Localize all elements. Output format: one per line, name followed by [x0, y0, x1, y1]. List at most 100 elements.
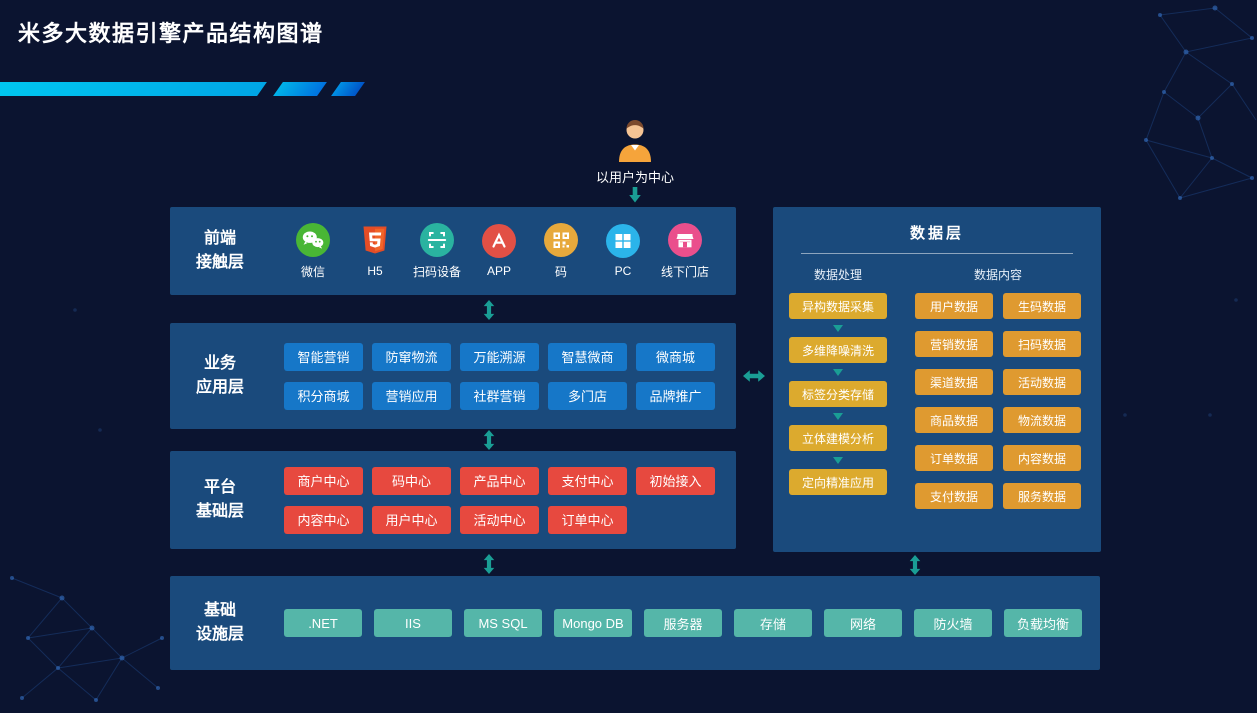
data-content-chip: 订单数据 [915, 445, 993, 471]
business-apps: 智能营销 防窜物流 万能溯源 智慧微商 微商城 积分商城 营销应用 社群营销 多… [270, 323, 736, 429]
touchpoint-label: 线下门店 [660, 264, 709, 279]
platform-center-chip: 码中心 [372, 466, 451, 495]
processing-step: 立体建模分析 [789, 425, 887, 469]
touchpoint-label: H5 [367, 264, 383, 278]
infrastructure-chip: 防火墙 [914, 609, 992, 637]
touchpoint-label: PC [614, 264, 632, 278]
infrastructure-chip: 网络 [824, 609, 902, 637]
touchpoint-label: 扫码设备 [412, 264, 461, 279]
processing-step: 标签分类存储 [789, 381, 887, 425]
frontend-layer-label: 前端 接触层 [195, 230, 244, 271]
touchpoint-label: APP [486, 264, 511, 278]
data-content-chip: 渠道数据 [915, 369, 993, 395]
flow-arrow-data-infra [908, 555, 922, 575]
infrastructure-chip: 存储 [734, 609, 812, 637]
accent-bar [0, 82, 267, 96]
business-app-chip: 社群营销 [460, 381, 539, 410]
platform-layer-panel: 平台 基础层 商户中心 码中心 产品中心 支付中心 初始接入 内容中心 用户中心… [170, 451, 736, 549]
business-app-chip: 积分商城 [284, 381, 363, 410]
data-content-header: 数据内容 [973, 268, 1022, 282]
business-app-chip: 智能营销 [284, 342, 363, 371]
business-layer-panel: 业务 应用层 智能营销 防窜物流 万能溯源 智慧微商 微商城 积分商城 营销应用… [170, 323, 736, 429]
user-center-label: 以用户为中心 [595, 170, 674, 185]
data-content-chip: 服务数据 [1003, 483, 1081, 509]
infrastructure-chip: 负载均衡 [1004, 609, 1082, 637]
data-content-chip: 营销数据 [915, 331, 993, 357]
frontend-touchpoints: 微信 H5 扫码设备 APP 码 [270, 207, 736, 295]
business-app-chip: 品牌推广 [636, 381, 715, 410]
processing-step-chip: 立体建模分析 [789, 425, 887, 451]
flow-arrow-user-frontend [628, 187, 642, 203]
touchpoint-item: 线下门店 [654, 222, 716, 280]
data-processing-header: 数据处理 [813, 268, 862, 282]
infrastructure-chip: IIS [374, 609, 452, 637]
platform-layer-label: 平台 基础层 [195, 479, 244, 520]
business-app-chip: 营销应用 [372, 381, 451, 410]
appstore-icon [482, 224, 516, 258]
platform-center-chip: 初始接入 [636, 466, 715, 495]
flow-arrow-business-data [743, 369, 765, 383]
accent-bar-chevron [273, 82, 327, 96]
accent-bar-chevron-small [331, 82, 365, 96]
user-icon [613, 116, 657, 167]
data-layer-title: 数据层 [909, 225, 964, 242]
data-content-chip: 用户数据 [915, 293, 993, 319]
touchpoint-item: PC [592, 224, 654, 278]
platform-center-chip: 订单中心 [548, 505, 627, 534]
processing-step-chip: 标签分类存储 [789, 381, 887, 407]
data-content-chip: 支付数据 [915, 483, 993, 509]
business-app-chip: 多门店 [548, 381, 627, 410]
data-content-chip: 生码数据 [1003, 293, 1081, 319]
platform-center-chip: 支付中心 [548, 466, 627, 495]
touchpoint-item: 扫码设备 [406, 222, 468, 280]
infrastructure-chip: .NET [284, 609, 362, 637]
touchpoint-item: APP [468, 224, 530, 278]
infrastructure-layer-label: 基础 设施层 [195, 602, 244, 643]
flow-arrow-platform-infra [482, 554, 496, 574]
processing-step: 定向精准应用 [789, 469, 887, 495]
touchpoint-item: 码 [530, 222, 592, 280]
frontend-layer-panel: 前端 接触层 微信 H5 扫码设备 [170, 207, 736, 295]
data-content-chip: 商品数据 [915, 407, 993, 433]
infrastructure-items: .NET IIS MS SQL Mongo DB 服务器 存储 网络 防火墙 负… [270, 576, 1100, 670]
platform-center-chip: 用户中心 [372, 505, 451, 534]
store-icon [668, 222, 702, 257]
data-content-chip: 扫码数据 [1003, 331, 1081, 357]
platform-center-chip: 内容中心 [284, 505, 363, 534]
processing-step-chip: 定向精准应用 [789, 469, 887, 495]
platform-center-chip: 活动中心 [460, 505, 539, 534]
data-layer-divider [801, 253, 1073, 254]
data-content-chip: 物流数据 [1003, 407, 1081, 433]
processing-step: 异构数据采集 [789, 293, 887, 337]
processing-step: 多维降噪清洗 [789, 337, 887, 381]
data-processing-column: 数据处理 异构数据采集 多维降噪清洗 标签分类存储 [789, 266, 887, 509]
platform-centers: 商户中心 码中心 产品中心 支付中心 初始接入 内容中心 用户中心 活动中心 订… [270, 451, 736, 549]
data-content-column: 数据内容 用户数据 生码数据 营销数据 扫码数据 渠道数据 活动数据 [907, 266, 1089, 509]
touchpoint-item: 微信 [282, 222, 344, 280]
qrcode-icon [544, 222, 578, 257]
flow-arrow-business-platform [482, 430, 496, 450]
infrastructure-chip: Mongo DB [554, 609, 632, 637]
infrastructure-chip: 服务器 [644, 609, 722, 637]
business-app-chip: 万能溯源 [460, 342, 539, 371]
data-layer-panel: 数据层 数据处理 异构数据采集 多维降噪清洗 [773, 207, 1101, 552]
flow-arrow-frontend-business [482, 300, 496, 320]
page-title: 米多大数据引擎产品结构图谱 [18, 21, 324, 46]
touchpoint-label: 微信 [300, 264, 325, 279]
wechat-icon [296, 222, 330, 257]
business-app-chip: 智慧微商 [548, 342, 627, 371]
platform-center-chip: 产品中心 [460, 466, 539, 495]
processing-step-chip: 多维降噪清洗 [789, 337, 887, 363]
scan-icon [420, 222, 454, 257]
touchpoint-label: 码 [554, 264, 567, 279]
infrastructure-layer-panel: 基础 设施层 .NET IIS MS SQL Mongo DB 服务器 存储 网… [170, 576, 1100, 670]
business-layer-label: 业务 应用层 [195, 355, 244, 396]
windows-icon [606, 224, 640, 258]
data-content-chip: 内容数据 [1003, 445, 1081, 471]
html5-icon [358, 224, 392, 258]
processing-step-chip: 异构数据采集 [789, 293, 887, 319]
infrastructure-chip: MS SQL [464, 609, 542, 637]
business-app-chip: 微商城 [636, 342, 715, 371]
touchpoint-item: H5 [344, 224, 406, 278]
